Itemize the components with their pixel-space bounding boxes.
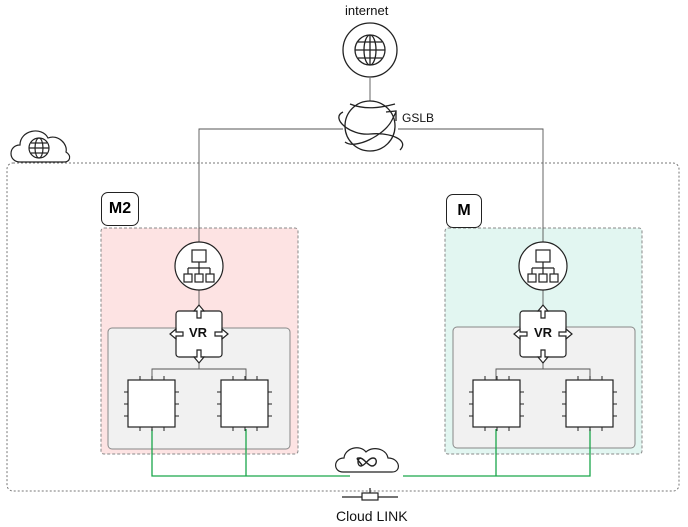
load-balancer-icon xyxy=(518,241,568,291)
cloud-link-label: Cloud LINK xyxy=(336,508,408,524)
load-balancer-icon xyxy=(174,241,224,291)
cloud-globe-icon xyxy=(10,130,71,163)
chip-icon xyxy=(124,376,179,431)
gslb-icon xyxy=(338,100,404,152)
connection-lines xyxy=(151,78,591,380)
cloud-link-icon xyxy=(335,447,399,501)
cloud-boundary xyxy=(6,162,680,492)
internet-label: internet xyxy=(345,3,389,18)
chip-icon xyxy=(469,376,524,431)
vr-left-label: VR xyxy=(188,325,208,340)
chip-icon xyxy=(217,376,272,431)
cloud-link-lines xyxy=(151,429,591,477)
region-m-badge: M xyxy=(446,194,482,228)
gslb-label: GSLB xyxy=(402,111,435,125)
router-icon xyxy=(513,304,573,364)
region-m2-badge: M2 xyxy=(101,192,139,226)
chip-icon xyxy=(562,376,617,431)
vr-right-label: VR xyxy=(533,325,553,340)
globe-icon xyxy=(342,22,398,78)
router-icon xyxy=(169,304,229,364)
